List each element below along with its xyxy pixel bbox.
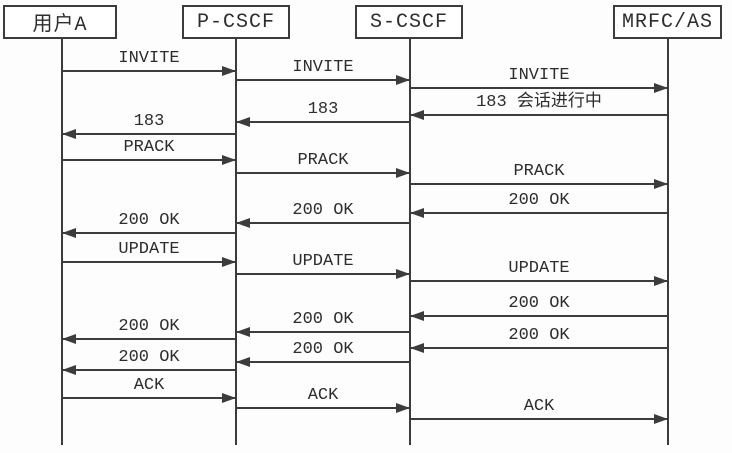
message-arrow: PRACK: [236, 151, 410, 178]
actor-box-p-cscf: P-CSCF: [182, 5, 290, 39]
message-label: PRACK: [513, 162, 565, 181]
message-arrow: UPDATE: [410, 259, 668, 286]
message-arrow: INVITE: [62, 49, 236, 76]
arrowhead-icon: [62, 129, 76, 139]
message-arrow: ACK: [62, 376, 236, 403]
message-arrow: 200 OK: [236, 201, 410, 228]
message-label: 200 OK: [118, 317, 180, 336]
actor-box-mrfc-as: MRFC/AS: [613, 5, 722, 39]
message-arrow: 200 OK: [410, 294, 668, 321]
arrowhead-icon: [222, 155, 236, 165]
message-label: 200 OK: [292, 310, 354, 329]
arrowhead-icon: [222, 66, 236, 76]
message-arrow: INVITE: [236, 58, 410, 85]
message-label: 200 OK: [508, 326, 570, 345]
message-arrow: 183: [236, 100, 410, 127]
message-arrow: 200 OK: [236, 310, 410, 337]
message-label: 183 会话进行中: [476, 93, 602, 112]
arrowhead-icon: [410, 208, 424, 218]
arrowhead-icon: [396, 403, 410, 413]
message-arrow: 183 会话进行中: [410, 93, 668, 120]
message-label: 183: [133, 112, 165, 131]
message-label: UPDATE: [118, 240, 180, 259]
arrowhead-icon: [236, 327, 250, 337]
message-label: UPDATE: [508, 259, 570, 278]
arrowhead-icon: [62, 365, 76, 375]
message-arrow: 183: [62, 112, 236, 139]
actor-box-user-a: 用户A: [3, 5, 117, 39]
message-arrow: 200 OK: [62, 317, 236, 344]
message-label: INVITE: [118, 49, 180, 68]
lifeline-user-a: [61, 39, 63, 445]
message-arrow: ACK: [410, 397, 668, 424]
message-arrow: ACK: [236, 386, 410, 413]
lifeline-s-cscf: [409, 39, 411, 445]
message-label: 200 OK: [508, 191, 570, 210]
message-label: INVITE: [292, 58, 354, 77]
message-label: INVITE: [508, 66, 570, 85]
message-label: ACK: [523, 397, 555, 416]
message-label: PRACK: [123, 138, 175, 157]
arrowhead-icon: [222, 393, 236, 403]
message-label: ACK: [307, 386, 339, 405]
lifeline-mrfc-as: [667, 39, 669, 445]
arrowhead-icon: [654, 414, 668, 424]
message-arrow: 200 OK: [410, 191, 668, 218]
message-arrow: 200 OK: [62, 348, 236, 375]
arrowhead-icon: [236, 357, 250, 367]
message-label: 200 OK: [118, 211, 180, 230]
message-arrow: UPDATE: [62, 240, 236, 267]
actor-box-s-cscf: S-CSCF: [355, 5, 463, 39]
arrowhead-icon: [654, 83, 668, 93]
message-label: 183: [307, 100, 339, 119]
arrowhead-icon: [396, 168, 410, 178]
message-label: ACK: [133, 376, 165, 395]
message-arrow: PRACK: [62, 138, 236, 165]
message-label: UPDATE: [292, 252, 354, 271]
message-arrow: UPDATE: [236, 252, 410, 279]
arrowhead-icon: [236, 218, 250, 228]
lifeline-p-cscf: [235, 39, 237, 445]
arrowhead-icon: [236, 117, 250, 127]
message-label: 200 OK: [508, 294, 570, 313]
arrowhead-icon: [410, 311, 424, 321]
arrowhead-icon: [396, 75, 410, 85]
message-arrow: 200 OK: [62, 211, 236, 238]
arrowhead-icon: [410, 343, 424, 353]
message-arrow: PRACK: [410, 162, 668, 189]
message-arrow: 200 OK: [410, 326, 668, 353]
arrowhead-icon: [62, 228, 76, 238]
message-label: 200 OK: [292, 201, 354, 220]
message-arrow: INVITE: [410, 66, 668, 93]
arrowhead-icon: [62, 334, 76, 344]
arrowhead-icon: [410, 110, 424, 120]
message-arrow: 200 OK: [236, 340, 410, 367]
arrowhead-icon: [222, 257, 236, 267]
arrowhead-icon: [654, 179, 668, 189]
message-label: PRACK: [297, 151, 349, 170]
arrowhead-icon: [654, 276, 668, 286]
arrowhead-icon: [396, 269, 410, 279]
message-label: 200 OK: [292, 340, 354, 359]
message-label: 200 OK: [118, 348, 180, 367]
